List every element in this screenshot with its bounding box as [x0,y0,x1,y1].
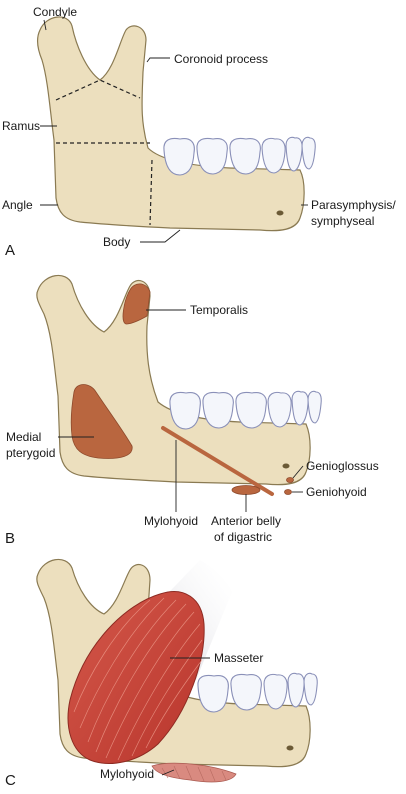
genioglossus-attachment [286,477,294,483]
tooth [235,391,267,429]
label-parasymphysis-line1: Parasymphysis/ [311,198,396,212]
tooth [169,391,201,430]
mandible-bone-b [36,274,311,486]
label-parasymphysis-line2: symphyseal [311,214,374,228]
teeth-row-b [169,390,322,430]
condyle-leader [43,19,47,31]
tooth [261,137,286,174]
mylohyoid-leader-c [161,769,175,776]
label-angle: Angle [2,198,33,212]
mylohyoid-fibers-c [161,765,227,782]
tooth [301,136,316,170]
label-genioglossus: Genioglossus [306,459,379,473]
mylohyoid-line [161,426,274,496]
tooth [196,137,228,175]
coronoid-leader [146,57,170,63]
mandible-bone-a [36,16,305,232]
ramus-body-line [149,159,153,226]
teeth-row-c [197,672,318,713]
medial-pterygoid-muscle [70,384,133,459]
label-mylohyoid-c: Mylohyoid [100,767,154,781]
panel-c: Masseter Mylohyoid C [5,558,318,789]
temporalis-muscle [122,283,151,325]
label-digastric-line1: Anterior belly [211,514,281,528]
tooth [267,391,292,428]
label-digastric-line2: of digastric [214,530,272,544]
label-ramus: Ramus [2,119,40,133]
label-condyle: Condyle [33,5,77,19]
panel-letter-a: A [5,242,15,259]
label-coronoid-process: Coronoid process [174,52,268,66]
label-body: Body [103,235,130,249]
mental-foramen-c [286,745,294,751]
tooth [287,672,305,708]
tooth [263,673,288,710]
tooth [291,390,309,426]
tooth [197,674,229,713]
tooth [285,136,303,172]
label-medial-line1: Medial [6,430,41,444]
tooth [163,137,195,176]
label-masseter: Masseter [214,651,263,665]
teeth-row-a [163,136,316,176]
digastric-attachment [231,485,261,495]
geniohyoid-attachment [284,489,292,495]
mental-foramen-a [276,210,284,216]
condyle-neck-line [55,79,141,101]
masseter-fibers [73,597,203,761]
body-leader [140,229,181,243]
label-geniohyoid: Geniohyoid [306,485,367,499]
label-temporalis: Temporalis [190,303,248,317]
tooth [230,673,262,711]
panel-b: Temporalis Medial pterygoid Genioglossus… [5,274,379,547]
label-medial-line2: pterygoid [6,446,55,460]
tooth [307,390,322,424]
tooth [229,137,261,175]
tooth [303,672,318,706]
label-mylohyoid-b: Mylohyoid [144,514,198,528]
tooth [202,391,234,429]
masseter-muscle [67,591,205,764]
panel-a: Condyle Coronoid process Ramus Angle Bod… [2,5,396,259]
genioglossus-leader [292,465,304,479]
mental-foramen-b [282,463,290,469]
panel-letter-c: C [5,772,16,789]
panel-letter-b: B [5,530,15,547]
